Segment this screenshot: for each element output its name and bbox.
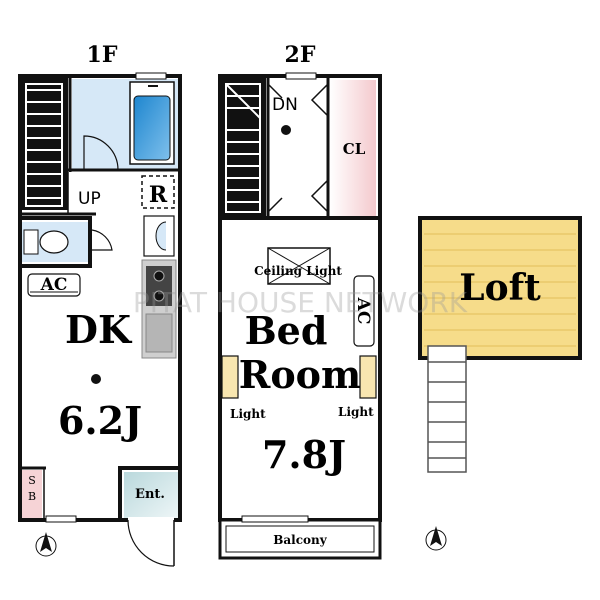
bed-room-size: 7.8J <box>262 432 346 477</box>
dk-room-size: 6.2J <box>58 398 142 443</box>
refrigerator <box>141 175 175 209</box>
wall-light-left <box>221 355 239 399</box>
kitchen-counter <box>141 259 177 359</box>
stairs-down-label: DN <box>272 95 298 115</box>
loft-plan: Loft <box>418 216 582 551</box>
entrance <box>124 472 178 518</box>
watermark: PITAT HOUSE NETWORK <box>133 286 468 319</box>
storage-label-b: B <box>28 490 36 503</box>
first-floor-outer-wall <box>18 74 182 522</box>
first-floor-ac-label: AC <box>40 275 68 295</box>
ceiling-light-point <box>91 374 101 384</box>
refrigerator-label: R <box>149 182 168 208</box>
toilet-room-walls <box>20 216 113 268</box>
first-floor-ac: AC <box>27 273 81 297</box>
hall-light-point <box>281 125 291 135</box>
entrance-door <box>127 517 175 567</box>
stairs-up-label: UP <box>78 189 101 209</box>
loft-label: Loft <box>459 267 541 309</box>
north-arrow-icon <box>425 526 447 551</box>
washbasin <box>143 215 175 257</box>
bed-room-name-line2: Room <box>239 352 361 397</box>
loft-ladder <box>427 345 467 473</box>
second-floor-label: 2F <box>285 42 316 68</box>
balcony: Balcony <box>218 515 382 560</box>
first-floor-plan: 1F <box>18 42 182 567</box>
light-label-left: Light <box>230 407 266 421</box>
storage <box>22 470 42 518</box>
first-floor-staircase <box>20 76 68 210</box>
second-floor-ac-label: AC <box>353 297 373 325</box>
balcony-label: Balcony <box>273 533 328 547</box>
dk-room-name: DK <box>65 307 133 352</box>
storage-label-s: S <box>28 474 36 487</box>
first-floor-label: 1F <box>87 42 118 68</box>
bathtub <box>129 81 175 165</box>
closet-label: CL <box>343 140 366 158</box>
ceiling-light-label: Ceiling Light <box>254 264 342 278</box>
second-floor-ac: AC <box>353 275 375 347</box>
bed-room-name-line1: Bed <box>245 308 328 353</box>
second-floor-staircase <box>220 76 266 218</box>
closet <box>330 80 376 216</box>
light-label-right: Light <box>338 405 374 419</box>
ceiling-light-fixture <box>267 247 331 285</box>
wall-light-right <box>359 355 377 399</box>
entrance-label: Ent. <box>135 487 165 502</box>
second-floor-plan: 2F <box>218 42 382 560</box>
north-arrow-icon <box>35 532 57 557</box>
